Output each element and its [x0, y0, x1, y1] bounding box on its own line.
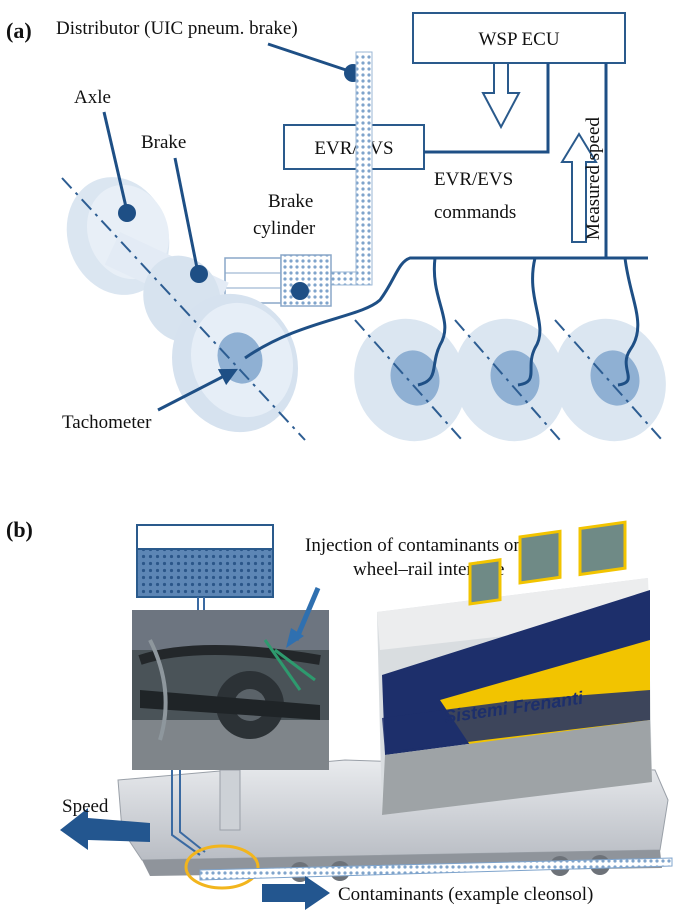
injection-pipe-1 [171, 770, 201, 856]
axle-centerline [61, 177, 306, 441]
evr-evs-label: EVR/EVS [314, 138, 393, 159]
evr-cmd-label-2: commands [434, 202, 516, 223]
coach-photo: Sistemi Frenanti [377, 520, 652, 815]
axle-dot [118, 204, 136, 222]
sensor-bus [244, 256, 648, 360]
brake-dot [190, 265, 208, 283]
brake-cylinder-label-1: Brake [268, 191, 313, 212]
injection-label-2: wheel–rail interface [353, 559, 504, 580]
injection-label-1: Injection of contaminants on [305, 535, 523, 556]
contact-highlight [184, 844, 260, 890]
wsp-ecu-label: WSP ECU [478, 29, 559, 50]
pipe-vertical [355, 51, 373, 286]
evr-evs-box [283, 124, 425, 170]
brake-cylinder-dot [291, 282, 309, 300]
brake-label: Brake [141, 132, 186, 153]
injection-arrow [293, 587, 321, 641]
contaminants-arrow [262, 876, 330, 910]
tank-fluid [136, 548, 274, 598]
injection-pipe-2 [179, 770, 206, 853]
evr-cmd-label-1: EVR/EVS [434, 169, 513, 190]
panel-a-tag: (a) [6, 18, 32, 43]
left-wheelset [61, 177, 306, 441]
wsp-ecu-box [412, 12, 626, 64]
axle-label: Axle [74, 87, 111, 108]
right-wheelsets [354, 257, 666, 442]
speed-arrow-b [60, 808, 150, 850]
speed-arrow [560, 132, 598, 243]
contaminant-strip [199, 857, 673, 881]
brake-cylinder-label-2: cylinder [253, 218, 316, 239]
measured-speed-label: Measured speed [583, 117, 604, 240]
evr-ecu-line [424, 63, 550, 154]
distributor-label: Distributor (UIC pneum. brake) [56, 18, 298, 39]
contaminants-label: Contaminants (example cleonsol) [338, 884, 593, 905]
speed-label: Speed [62, 796, 109, 817]
tachometer-arrow [157, 368, 239, 412]
brake-cylinder-chamber [280, 254, 332, 307]
tachometer-label: Tachometer [62, 412, 152, 433]
panel-b-tag: (b) [6, 517, 33, 542]
command-arrow [481, 62, 521, 130]
tank-empty [136, 524, 274, 550]
distributor-leader [267, 42, 353, 74]
